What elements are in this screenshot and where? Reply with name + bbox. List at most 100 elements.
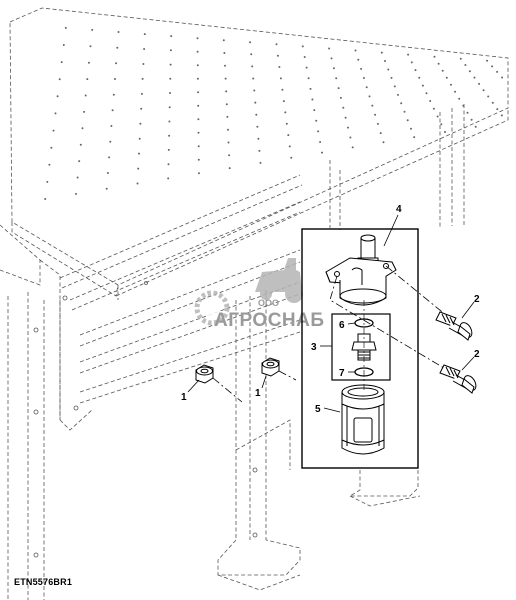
deck-hole <box>225 90 228 93</box>
deck-hole <box>276 54 279 57</box>
deck-hole <box>482 89 485 92</box>
deck-hole <box>281 88 284 91</box>
flange-bolt-upper <box>435 311 473 341</box>
deck-hole <box>106 172 109 174</box>
deck-hole <box>224 64 226 67</box>
deck-hole <box>303 56 306 58</box>
deck-hole <box>138 137 141 140</box>
deck-hole <box>44 198 47 200</box>
deck-hole <box>258 149 261 152</box>
deck-hole <box>169 63 172 66</box>
deck-hole <box>143 33 146 36</box>
deck-hole <box>222 39 225 42</box>
flange-bolt-lower <box>439 364 477 394</box>
deck-hole <box>87 61 90 64</box>
deck-hole <box>418 76 421 79</box>
deck-hole <box>197 104 200 107</box>
deck-hole <box>466 111 469 114</box>
deck-hole <box>170 35 173 38</box>
deck-hole <box>474 125 477 128</box>
deck-hole <box>142 63 145 65</box>
deck-hole <box>360 67 363 70</box>
deck-hole <box>282 100 285 103</box>
deck-hole <box>491 65 494 68</box>
deck-hole <box>250 53 253 56</box>
deck-hole <box>288 145 291 148</box>
deck-hole <box>450 83 452 86</box>
deck-hole <box>254 101 257 104</box>
deck-hole <box>228 167 231 170</box>
deck-hole <box>285 122 288 125</box>
deck-hole <box>76 176 79 179</box>
deck-hole <box>319 141 322 143</box>
watermark-name: АГРОСНАБ <box>214 310 325 331</box>
deck-hole <box>115 62 118 65</box>
deck-hole <box>86 78 89 81</box>
callout-6: 6 <box>339 320 345 331</box>
deck-hole <box>357 58 360 61</box>
exploded-view-frame <box>301 228 419 469</box>
deck-hole <box>317 130 320 133</box>
deck-hole <box>111 109 114 112</box>
deck-hole <box>137 167 140 170</box>
deck-hole <box>256 125 259 128</box>
deck-hole <box>108 156 111 159</box>
deck-hole <box>275 43 278 46</box>
lock-nut-left <box>195 364 214 384</box>
deck-hole <box>168 106 171 109</box>
deck-hole <box>139 122 142 125</box>
deck-hole <box>406 119 409 122</box>
deck-hole <box>116 46 119 49</box>
deck-hole <box>429 100 432 102</box>
deck-hole <box>114 78 116 80</box>
deck-hole <box>413 136 416 139</box>
deck-hole <box>251 65 254 68</box>
deck-hole <box>393 85 396 88</box>
deck-hole <box>441 69 444 72</box>
deck-hole <box>290 156 293 159</box>
deck-hole <box>255 113 258 116</box>
deck-hole <box>253 89 256 92</box>
deck-hole <box>224 77 227 80</box>
deck-hole <box>311 98 314 101</box>
deck-hole <box>496 108 499 111</box>
figure-id: ETN5576BR1 <box>14 577 73 587</box>
deck-hole <box>48 163 51 166</box>
deck-hole <box>487 95 490 98</box>
deck-hole <box>140 92 143 95</box>
callout-2-upper: 2 <box>474 294 480 305</box>
deck-hole <box>315 119 318 122</box>
deck-hole <box>305 66 308 69</box>
deck-hole <box>64 26 67 29</box>
deck-hole <box>464 64 467 66</box>
deck-hole <box>287 134 290 137</box>
deck-hole <box>197 145 200 148</box>
deck-hole <box>227 141 230 144</box>
deck-hole <box>342 106 345 109</box>
deck-hole <box>167 177 170 180</box>
deck-hole <box>387 68 390 71</box>
deck-hole <box>473 76 476 79</box>
deck-hole <box>117 31 120 33</box>
deck-hole <box>491 101 494 104</box>
callout-7: 7 <box>339 368 345 379</box>
callout-2-lower: 2 <box>474 349 480 360</box>
deck-hole <box>403 110 406 113</box>
deck-hole <box>347 126 349 129</box>
deck-hole <box>397 93 399 96</box>
callout-5: 5 <box>315 404 321 415</box>
deck-hole <box>197 118 200 121</box>
deck-hole <box>321 151 323 154</box>
deck-hole <box>368 95 371 98</box>
deck-hole <box>436 115 439 118</box>
deck-hole <box>58 78 61 81</box>
deck-hole <box>249 41 252 44</box>
deck-hole <box>407 53 410 56</box>
deck-hole <box>167 148 170 151</box>
deck-hole <box>410 61 413 64</box>
deck-hole <box>462 104 465 107</box>
check-valve-subframe <box>331 313 391 381</box>
deck-hole <box>432 107 435 110</box>
deck-hole <box>337 87 340 90</box>
machine-frame <box>0 7 509 600</box>
